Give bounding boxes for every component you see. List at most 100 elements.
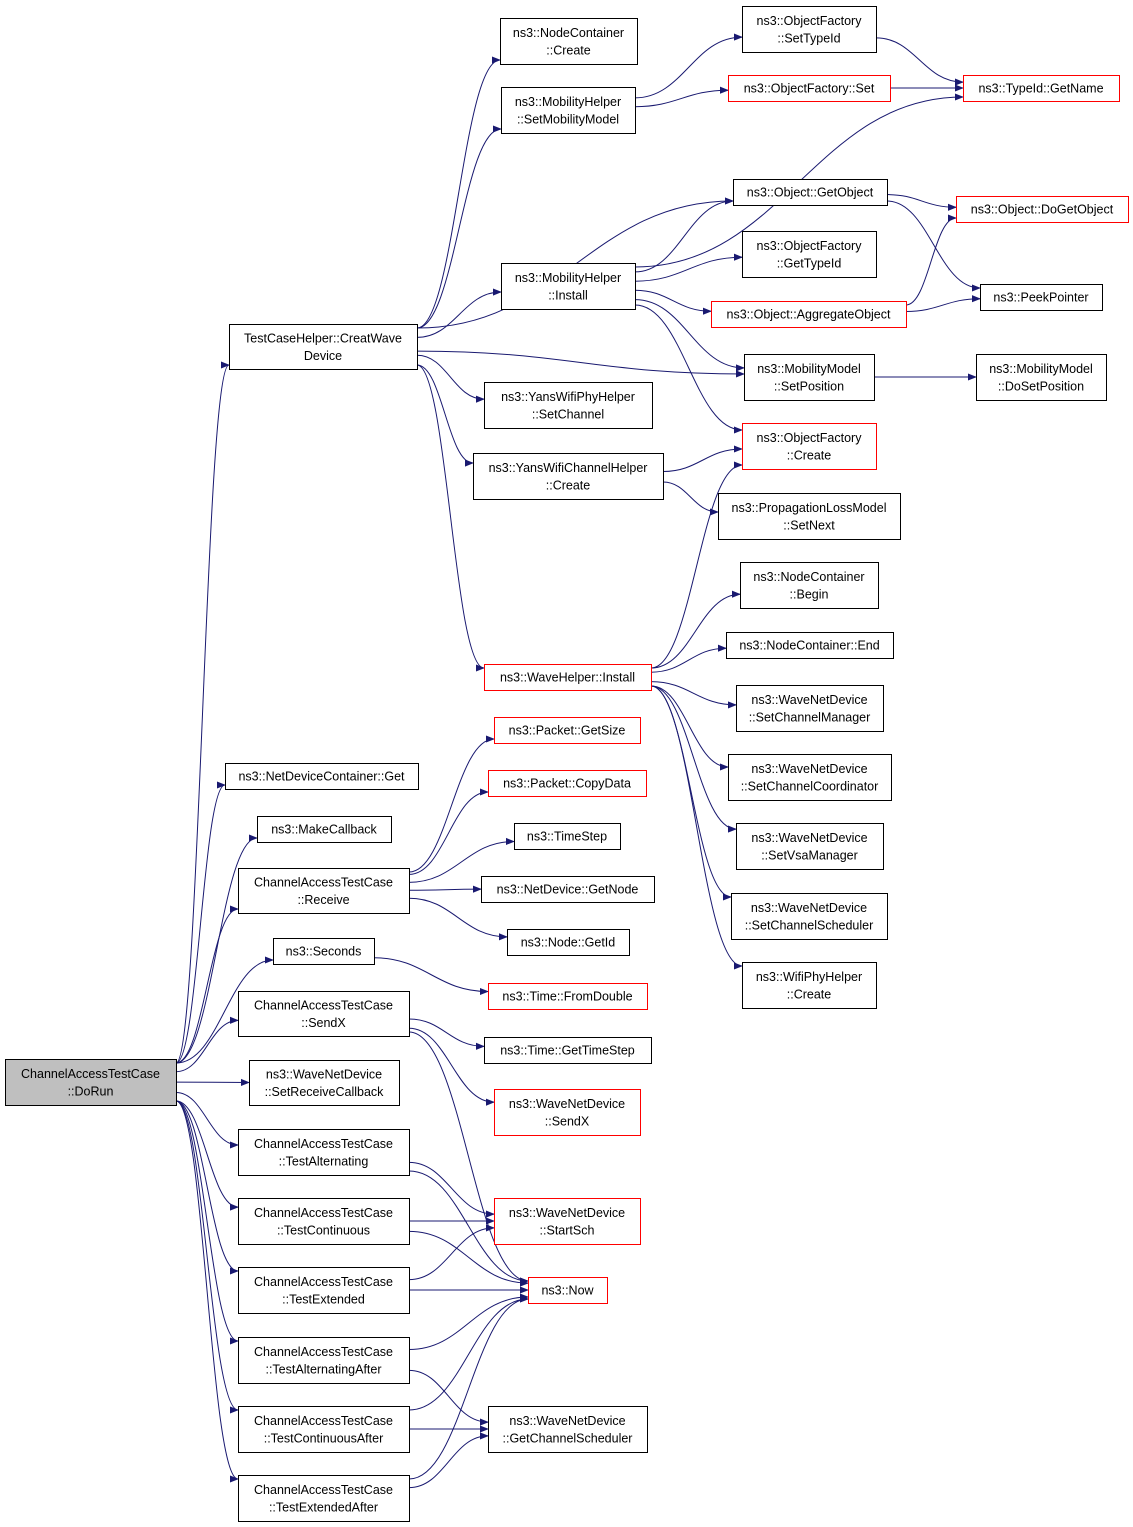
node-label: ns3::WaveNetDevice — [509, 1414, 625, 1428]
node-ncbegin[interactable]: ns3::NodeContainer::Begin — [740, 562, 879, 609]
node-objgetobj[interactable]: ns3::Object::GetObject — [733, 179, 888, 206]
node-mkcb[interactable]: ns3::MakeCallback — [257, 816, 392, 843]
node-ofset[interactable]: ns3::ObjectFactory::Set — [728, 75, 891, 102]
node-pktcopy[interactable]: ns3::Packet::CopyData — [488, 770, 647, 797]
node-label: ns3::MobilityHelper — [515, 271, 621, 285]
node-box — [728, 75, 891, 102]
node-box — [238, 868, 410, 914]
node-box — [225, 763, 419, 790]
node-label: ::SetReceiveCallback — [265, 1085, 385, 1099]
node-box — [740, 562, 879, 609]
node-label: ns3::Object::AggregateObject — [727, 308, 892, 322]
node-ywch[interactable]: ns3::YansWifiChannelHelper::Create — [473, 453, 664, 500]
node-talt[interactable]: ChannelAccessTestCase::TestAlternating — [238, 1129, 410, 1176]
node-box — [484, 664, 652, 691]
node-nodegetid[interactable]: ns3::Node::GetId — [507, 929, 630, 956]
node-label: ChannelAccessTestCase — [254, 1345, 393, 1359]
node-box — [728, 754, 892, 801]
edge-mhsetmm-to-ofset — [634, 86, 729, 108]
node-mhsetmm[interactable]: ns3::MobilityHelper::SetMobilityModel — [501, 87, 636, 134]
node-getchsched[interactable]: ns3::WaveNetDevice::GetChannelScheduler — [488, 1406, 648, 1453]
node-startsch[interactable]: ns3::WaveNetDevice::StartSch — [494, 1198, 641, 1245]
node-gettimestep[interactable]: ns3::Time::GetTimeStep — [484, 1037, 652, 1064]
node-mmdosetpos[interactable]: ns3::MobilityModel::DoSetPosition — [976, 354, 1107, 401]
node-ndgetnode[interactable]: ns3::NetDevice::GetNode — [481, 876, 655, 903]
node-wndchsched[interactable]: ns3::WaveNetDevice::SetChannelScheduler — [731, 893, 888, 940]
node-label: ::GetTypeId — [777, 256, 842, 270]
node-wphcreate[interactable]: ns3::WifiPhyHelper::Create — [742, 962, 877, 1009]
node-box — [494, 1089, 641, 1136]
node-box — [744, 354, 875, 401]
node-box — [238, 1129, 410, 1176]
node-wndvsa[interactable]: ns3::WaveNetDevice::SetVsaManager — [736, 823, 884, 870]
node-box — [488, 1406, 648, 1453]
node-now[interactable]: ns3::Now — [528, 1277, 608, 1304]
node-box — [238, 1475, 410, 1522]
node-aggregate[interactable]: ns3::Object::AggregateObject — [711, 301, 907, 328]
node-box — [484, 382, 653, 429]
node-nccreate[interactable]: ns3::NodeContainer::Create — [500, 18, 638, 65]
node-plsetnext[interactable]: ns3::PropagationLossModel::SetNext — [718, 493, 901, 540]
edge-ywch-to-ofcreate — [662, 445, 743, 472]
edge-recv-to-ndgetnode — [408, 885, 482, 893]
node-label: ChannelAccessTestCase — [254, 1137, 393, 1151]
node-box — [742, 423, 877, 470]
node-label: ns3::PropagationLossModel — [732, 501, 887, 515]
node-ndcget[interactable]: ns3::NetDeviceContainer::Get — [225, 763, 419, 790]
node-ofcreate[interactable]: ns3::ObjectFactory::Create — [742, 423, 877, 470]
node-ywphy[interactable]: ns3::YansWifiPhyHelper::SetChannel — [484, 382, 653, 429]
node-ofsettypeid[interactable]: ns3::ObjectFactory::SetTypeId — [742, 6, 877, 53]
node-text[interactable]: ChannelAccessTestCase::TestExtended — [238, 1267, 410, 1314]
node-box — [726, 632, 894, 659]
edge-secs-to-fromdouble — [373, 957, 489, 996]
node-setrcb[interactable]: ns3::WaveNetDevice::SetReceiveCallback — [249, 1060, 400, 1106]
node-secs[interactable]: ns3::Seconds — [273, 938, 375, 965]
node-label: ns3::Time::FromDouble — [502, 990, 632, 1004]
edge-dorun-to-textafter — [175, 1100, 239, 1483]
node-label: ChannelAccessTestCase — [254, 875, 393, 889]
edge-dorun-to-talt — [175, 1092, 239, 1149]
node-tcont[interactable]: ChannelAccessTestCase::TestContinuous — [238, 1198, 410, 1245]
node-label: ::SetVsaManager — [761, 848, 858, 862]
node-objdoget[interactable]: ns3::Object::DoGetObject — [956, 196, 1129, 223]
node-ncend[interactable]: ns3::NodeContainer::End — [726, 632, 894, 659]
node-timestep[interactable]: ns3::TimeStep — [514, 823, 621, 850]
node-wndchcoord[interactable]: ns3::WaveNetDevice::SetChannelCoordinato… — [728, 754, 892, 801]
node-label: ns3::MakeCallback — [271, 823, 377, 837]
node-box — [249, 1060, 400, 1106]
node-label: ChannelAccessTestCase — [254, 1206, 393, 1220]
node-box — [742, 6, 877, 53]
node-recv[interactable]: ChannelAccessTestCase::Receive — [238, 868, 410, 914]
edge-text-to-startsch — [408, 1224, 495, 1281]
node-label: ns3::Object::GetObject — [747, 186, 874, 200]
node-taltafter[interactable]: ChannelAccessTestCase::TestAlternatingAf… — [238, 1337, 410, 1384]
node-mhinstall[interactable]: ns3::MobilityHelper::Install — [501, 263, 636, 310]
node-textafter[interactable]: ChannelAccessTestCase::TestExtendedAfter — [238, 1475, 410, 1522]
node-label: ::SetNext — [783, 518, 835, 532]
node-wndchmgr[interactable]: ns3::WaveNetDevice::SetChannelManager — [736, 685, 884, 732]
node-label: ns3::MobilityModel — [989, 362, 1093, 376]
node-box — [494, 717, 641, 744]
node-tidgetname[interactable]: ns3::TypeId::GetName — [963, 75, 1120, 102]
edge-creat-to-ywch — [416, 364, 474, 467]
node-sendx[interactable]: ChannelAccessTestCase::SendX — [238, 991, 410, 1037]
node-label: ns3::Packet::GetSize — [509, 724, 626, 738]
edge-wavehinst-to-ncend — [650, 644, 727, 673]
node-wavehinst[interactable]: ns3::WaveHelper::Install — [484, 664, 652, 691]
edge-mhinstall-to-objgetobj — [634, 197, 734, 273]
node-ofgettypeid[interactable]: ns3::ObjectFactory::GetTypeId — [742, 231, 877, 278]
node-box — [5, 1059, 177, 1106]
edge-dorun-to-tcont — [175, 1100, 239, 1211]
node-dorun[interactable]: ChannelAccessTestCase::DoRun — [5, 1059, 177, 1106]
node-tcontafter[interactable]: ChannelAccessTestCase::TestContinuousAft… — [238, 1406, 410, 1453]
node-label: ns3::NodeContainer — [513, 26, 624, 40]
edge-tcontafter-to-now — [408, 1295, 529, 1411]
node-wndsendx[interactable]: ns3::WaveNetDevice::SendX — [494, 1089, 641, 1136]
node-fromdouble[interactable]: ns3::Time::FromDouble — [488, 983, 648, 1010]
node-box — [484, 1037, 652, 1064]
node-peek[interactable]: ns3::PeekPointer — [980, 284, 1103, 311]
node-pktsize[interactable]: ns3::Packet::GetSize — [494, 717, 641, 744]
node-mmsetpos[interactable]: ns3::MobilityModel::SetPosition — [744, 354, 875, 401]
edge-textafter-to-now — [408, 1295, 529, 1480]
